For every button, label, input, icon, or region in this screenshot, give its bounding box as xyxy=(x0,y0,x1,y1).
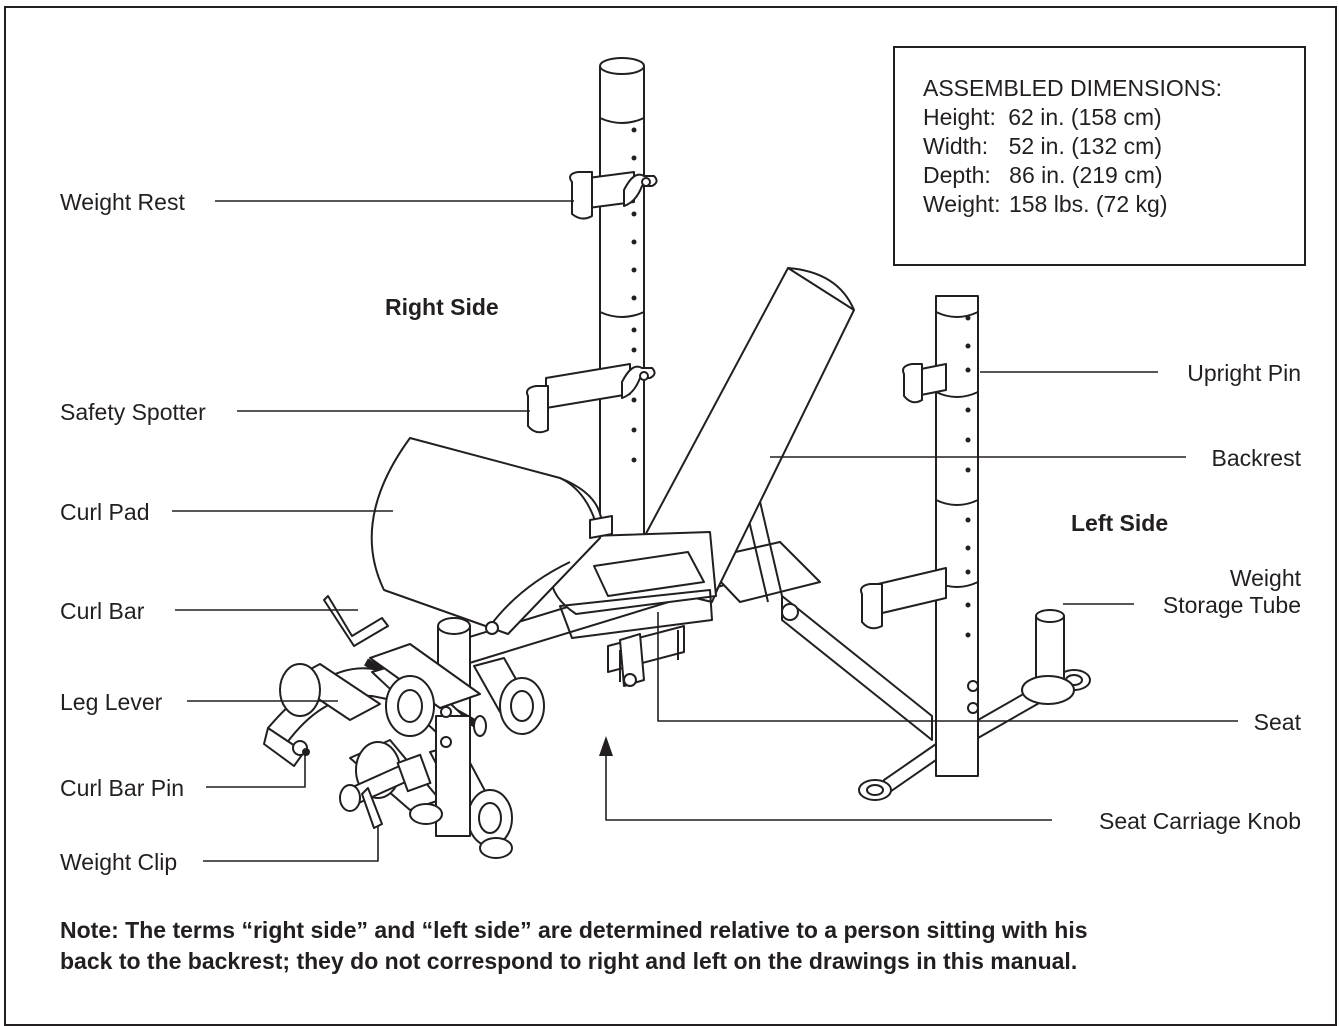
dimension-row: Weight: 158 lbs. (72 kg) xyxy=(923,190,1304,219)
lower-post xyxy=(409,706,513,859)
dimension-value: 86 in. (219 cm) xyxy=(1009,162,1163,188)
label-seat: Seat xyxy=(1253,709,1301,735)
left-safety-spotter-part xyxy=(860,567,947,630)
weight-clip-part xyxy=(339,753,432,829)
label-left-side: Left Side xyxy=(1071,510,1169,536)
dimension-name: Weight: xyxy=(923,191,1001,217)
dimension-value: 52 in. (132 cm) xyxy=(1008,133,1162,159)
left-weight-rest-part xyxy=(902,363,947,404)
leader-lines xyxy=(172,200,1238,862)
dimension-name: Width: xyxy=(923,133,989,159)
label-weight-rest: Weight Rest xyxy=(60,189,185,215)
dimensions-title: ASSEMBLED DIMENSIONS: xyxy=(923,75,1223,101)
leader-curl-bar-pin xyxy=(206,752,306,788)
label-right-side: Right Side xyxy=(385,294,499,320)
leader-seat-carriage-knob xyxy=(605,756,1052,821)
note-line-2: back to the backrest; they do not corres… xyxy=(60,948,1078,974)
label-curl-pad: Curl Pad xyxy=(60,499,150,525)
leader-weight-clip xyxy=(203,826,379,862)
note-line-1: Note: The terms “right side” and “left s… xyxy=(60,917,1088,943)
weight-rest-part xyxy=(569,171,658,220)
label-weight-clip: Weight Clip xyxy=(60,849,178,875)
left-base xyxy=(781,595,1091,801)
label-safety-spotter: Safety Spotter xyxy=(60,399,206,425)
label-weight-storage-tube-line1: Weight xyxy=(1229,565,1301,591)
leader-seat xyxy=(657,612,1238,722)
safety-spotter-part xyxy=(526,363,656,434)
note-text: Note: The terms “right side” and “left s… xyxy=(60,915,1088,977)
label-seat-carriage-knob: Seat Carriage Knob xyxy=(1098,808,1301,834)
weight-storage-tube-part xyxy=(1021,609,1075,705)
label-curl-bar: Curl Bar xyxy=(60,598,145,624)
label-curl-bar-pin: Curl Bar Pin xyxy=(60,775,184,801)
right-upright xyxy=(599,57,645,587)
label-leg-lever: Leg Lever xyxy=(60,689,163,715)
dimension-row: Width: 52 in. (132 cm) xyxy=(923,132,1304,161)
label-upright-pin: Upright Pin xyxy=(1187,360,1301,386)
knob-arrow-head xyxy=(599,736,613,756)
dimension-value: 62 in. (158 cm) xyxy=(1008,104,1162,130)
dimension-row: Height: 62 in. (158 cm) xyxy=(923,103,1304,132)
dimension-value: 158 lbs. (72 kg) xyxy=(1008,191,1168,217)
dimension-name: Depth: xyxy=(923,162,991,188)
curl-pad-part xyxy=(370,437,613,635)
seat-carriage-knob-part xyxy=(619,633,645,687)
label-backrest: Backrest xyxy=(1211,445,1301,471)
label-weight-storage-tube-line2: Storage Tube xyxy=(1162,592,1301,618)
dimension-row: Depth: 86 in. (219 cm) xyxy=(923,161,1304,190)
dimensions-box: ASSEMBLED DIMENSIONS: Height: 62 in. (15… xyxy=(893,46,1306,266)
dimension-name: Height: xyxy=(923,104,996,130)
